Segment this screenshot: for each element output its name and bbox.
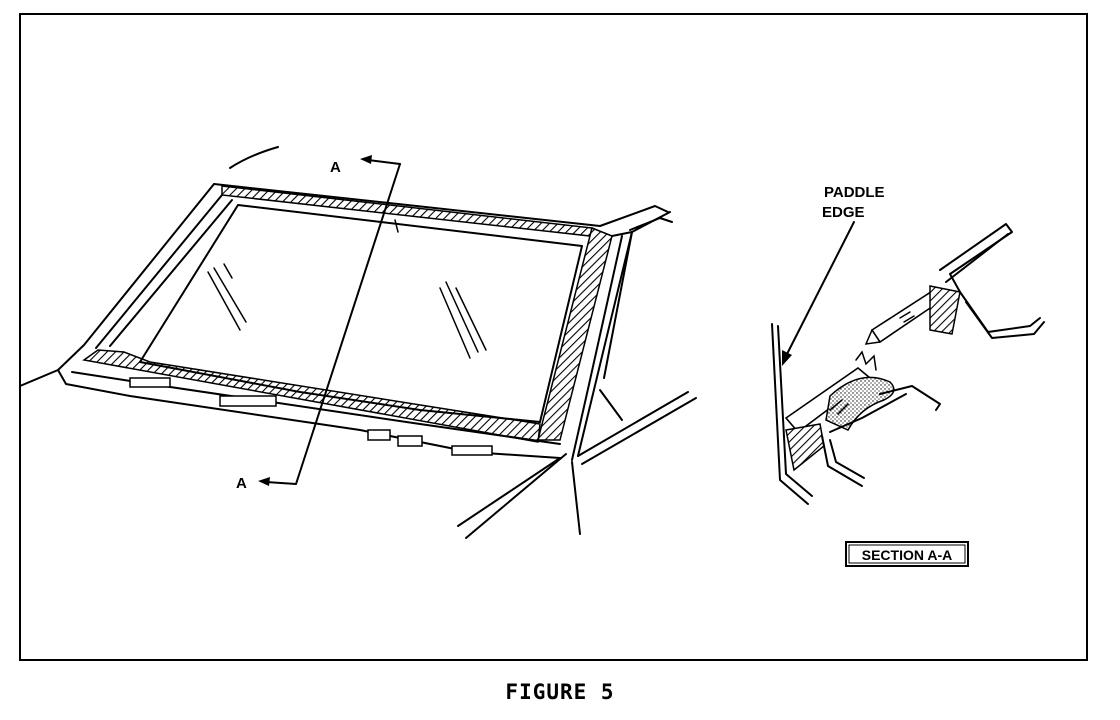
figure-frame (19, 13, 1088, 661)
figure-caption: FIGURE 5 (505, 680, 615, 704)
paddle-edge-label-line1: PADDLE (824, 184, 885, 201)
paddle-edge-label-line2: EDGE (822, 204, 865, 221)
section-detail (771, 221, 1045, 505)
section-title: SECTION A-A (862, 547, 952, 563)
section-label-bottom: A (236, 475, 247, 492)
section-cut-line (258, 155, 401, 486)
section-title-inner-box (848, 544, 966, 564)
section-label-top: A (330, 159, 341, 176)
section-title-box (845, 541, 969, 567)
windshield-illustration (19, 146, 697, 539)
